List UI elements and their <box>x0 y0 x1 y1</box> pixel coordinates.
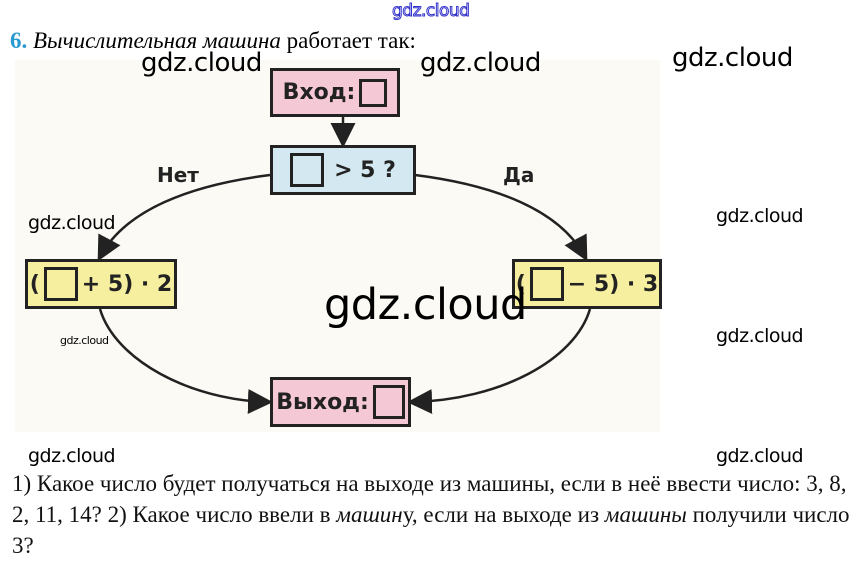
flowchart <box>15 60 660 432</box>
left-paren: ( <box>29 271 40 297</box>
watermark: gdz.cloud <box>672 43 793 73</box>
watermark: gdz.cloud <box>28 212 116 234</box>
watermark: gdz.cloud <box>716 325 804 347</box>
input-label: Вход: <box>282 80 356 105</box>
question-italic2: машины <box>604 502 687 527</box>
watermark: gdz.cloud <box>324 280 527 330</box>
condition-label: > 5 ? <box>334 157 396 183</box>
left-square <box>43 267 78 301</box>
right-formula: − 5) · 3 <box>567 271 659 297</box>
left-formula-box: ( + 5) · 2 <box>25 259 177 309</box>
task-title-rest: работает так: <box>280 28 416 53</box>
arrow-no <box>97 173 271 262</box>
output-label: Выход: <box>276 389 369 415</box>
yes-label: Да <box>503 163 535 187</box>
question-part3: получили число 3? <box>12 502 850 558</box>
left-formula: + 5) · 2 <box>81 271 173 297</box>
watermark: gdz.cloud <box>141 48 262 78</box>
watermark: gdz.cloud <box>420 48 541 78</box>
task-title-italic: Вычислительная машина <box>33 28 281 53</box>
right-formula-box: ( − 5) · 3 <box>512 259 662 309</box>
arrow-yes <box>414 173 588 262</box>
question-part2: у, если на выходе из <box>402 502 605 527</box>
watermark: gdz.cloud <box>28 445 116 467</box>
watermark: gdz.cloud <box>60 334 109 347</box>
task-number: 6. <box>10 28 28 53</box>
question-italic1: машин <box>336 502 403 527</box>
watermark: gdz.cloud <box>716 205 804 227</box>
task-title: 6. Вычислительная машина работает так: <box>10 28 416 54</box>
question-text: 1) Какое число будет получаться на выход… <box>12 468 858 561</box>
right-square <box>529 267 564 301</box>
header-watermark: gdz.cloud <box>391 1 470 22</box>
question-part1: 1) Какое число будет получаться на выход… <box>12 471 847 527</box>
arrow-left-to-output <box>98 308 273 414</box>
no-label: Нет <box>157 163 199 187</box>
condition-box: > 5 ? <box>270 145 416 195</box>
watermark: gdz.cloud <box>716 445 804 467</box>
arrow-right-to-output <box>407 308 592 415</box>
output-box: Выход: <box>270 377 411 427</box>
input-square <box>359 78 388 107</box>
output-square <box>372 385 405 419</box>
condition-square <box>290 153 325 187</box>
input-box: Вход: <box>270 68 400 117</box>
right-paren: ( <box>515 271 526 297</box>
